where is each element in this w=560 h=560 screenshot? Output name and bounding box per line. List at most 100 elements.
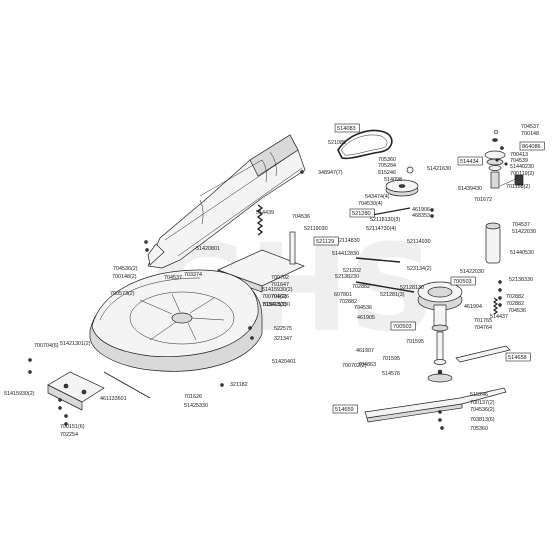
part-number-label: 51420801 xyxy=(196,246,220,252)
left-mount-bracket xyxy=(47,371,151,411)
part-number-label: 514576 xyxy=(382,371,400,377)
mower-deck xyxy=(89,269,263,372)
part-number-label: 514098 xyxy=(384,177,402,183)
boxed-reference-labels: 514083 514434 864086 521280 521129 700503 7005… xyxy=(313,123,545,414)
drive-belt xyxy=(337,129,393,160)
part-number-label: 704536(2) xyxy=(113,266,138,272)
part-number-label: 704537 xyxy=(512,222,530,228)
part-number-label: 52138330 xyxy=(509,277,533,283)
svg-text:514659: 514659 xyxy=(335,407,354,413)
part-number-label: 51422030 xyxy=(460,269,484,275)
part-number-label: 52128130 xyxy=(400,285,424,291)
part-number-label: 705360 xyxy=(378,157,396,163)
part-number-label: 701626 xyxy=(271,294,289,300)
part-number-label: 515425330 xyxy=(263,302,290,308)
cutter-blade xyxy=(364,345,511,423)
part-number-label: 51415930(2) xyxy=(262,287,293,293)
part-number-label: 700704(2) xyxy=(262,294,287,300)
part-number-label: 704537 xyxy=(521,124,539,130)
part-number-label: 701626 xyxy=(184,394,202,400)
part-number-label: 468353 xyxy=(412,213,430,219)
part-number-label: 51440530 xyxy=(510,250,534,256)
part-number-label: 52138230 xyxy=(335,274,359,280)
boxed-reference-label: 514434 xyxy=(457,156,483,166)
part-number-label: 704536(2) xyxy=(470,407,495,413)
part-number-label: 521281(3) xyxy=(380,292,405,298)
part-number-label: 700573(2) xyxy=(110,291,135,297)
boxed-reference-label: 514659 xyxy=(332,404,358,414)
part-number-label: 607801 xyxy=(334,292,352,298)
part-number-label: 701168(2) xyxy=(506,184,530,190)
part-number-label: 461905 xyxy=(357,315,375,321)
spring-left xyxy=(256,204,264,236)
boxed-reference-label: 864086 xyxy=(519,141,545,151)
svg-text:514083: 514083 xyxy=(337,126,356,132)
part-number-label: 704536 xyxy=(292,214,310,220)
part-number-label: 704536 xyxy=(354,305,372,311)
part-number-label: 700119(2) xyxy=(510,171,534,177)
tension-arm xyxy=(485,174,524,264)
part-number-label: 461907 xyxy=(356,348,374,354)
part-number-label: 703374 xyxy=(184,272,202,278)
svg-text:700503: 700503 xyxy=(393,324,412,330)
part-number-label: 700151(6) xyxy=(60,424,85,430)
part-number-label: 700702 xyxy=(271,275,289,281)
part-number-label: 702882 xyxy=(506,301,524,307)
part-number-label: 701595 xyxy=(382,356,400,362)
part-number-label: 703813(2) xyxy=(262,302,287,308)
part-number-label: 523134(2) xyxy=(407,266,432,272)
svg-text:514434: 514434 xyxy=(460,159,479,165)
part-number-label: 701765 xyxy=(474,318,492,324)
part-number-label: 51422030 xyxy=(512,229,536,235)
part-number-label: 704536 xyxy=(508,308,526,314)
part-number-label: 461906 xyxy=(412,207,430,213)
part-number-label: 52114730(4) xyxy=(366,226,396,232)
part-number-label: 704539 xyxy=(510,158,528,164)
part-number-label: 703813(6) xyxy=(470,417,495,423)
part-number-label: 461904 xyxy=(464,304,482,310)
boxed-reference-label: 521280 xyxy=(349,208,375,218)
svg-text:521280: 521280 xyxy=(352,211,371,217)
part-number-label: 321182 xyxy=(230,382,248,388)
drive-pulley xyxy=(385,166,419,197)
part-number-label: 702882 xyxy=(352,284,370,290)
grass-chute xyxy=(147,134,306,269)
part-number-label: 700148(2) xyxy=(112,274,137,280)
spring-right xyxy=(492,297,499,315)
part-number-label: 705284 xyxy=(378,163,396,169)
part-number-label: 51425330 xyxy=(184,403,208,409)
link-rods xyxy=(355,207,415,293)
part-number-label: 51415930(2) xyxy=(4,391,35,397)
part-number-label: 701672 xyxy=(474,197,492,203)
part-number-label: 704537 xyxy=(164,275,182,281)
part-number-label: 702882 xyxy=(506,294,524,300)
part-number-label: 704863 xyxy=(358,362,376,368)
part-number-label: 52118130(3) xyxy=(370,217,400,223)
part-number-label: 51420401 xyxy=(272,359,296,365)
part-number-label: 515246 xyxy=(470,392,488,398)
part-number-label: 521202 xyxy=(343,268,361,274)
part-number-label: 543474(4) xyxy=(365,194,390,200)
boxed-reference-label: 700503 xyxy=(450,276,476,286)
part-number-label: 704530(4) xyxy=(358,201,383,207)
part-number-label: 700137(2) xyxy=(470,400,495,406)
part-number-label: 700148 xyxy=(521,131,539,137)
part-number-label: 321347 xyxy=(274,336,292,342)
part-number-label: 514437 xyxy=(490,314,508,320)
part-number-label: 521089 xyxy=(328,140,346,146)
boxed-reference-label: 521129 xyxy=(313,236,339,246)
part-number-label: 348947(7) xyxy=(318,170,343,176)
svg-text:514658: 514658 xyxy=(508,355,527,361)
part-number-label: 52114830 xyxy=(336,238,360,244)
part-number-label: 51440230 xyxy=(510,164,534,170)
part-number-label: 705360 xyxy=(470,426,488,432)
part-number-label: 52114930 xyxy=(407,239,431,245)
hardware-dots xyxy=(28,146,508,430)
part-number-label: 702254 xyxy=(60,432,78,438)
part-number-label: 701647 xyxy=(271,282,289,288)
part-number-label: 704764 xyxy=(474,325,492,331)
part-number-label: 52119030 xyxy=(304,226,328,232)
right-pulley-stack xyxy=(484,129,506,189)
part-number-label: 700413 xyxy=(510,152,528,158)
